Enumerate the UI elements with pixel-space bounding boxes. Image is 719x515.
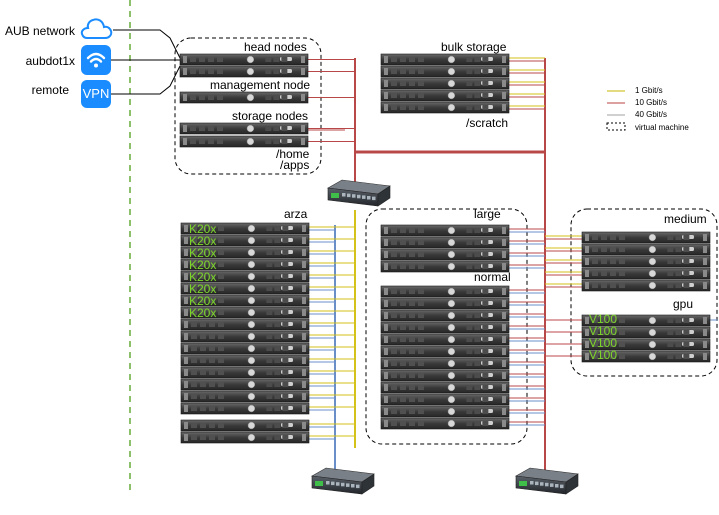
wire-remote xyxy=(111,65,181,95)
server-arza-node xyxy=(180,258,310,271)
server-arza-node xyxy=(180,294,310,307)
server-medium-node xyxy=(581,243,711,256)
server-arza-node xyxy=(180,222,310,235)
server-arza-node xyxy=(180,431,310,444)
server-medium-node xyxy=(581,255,711,268)
virtual-machine-box-services xyxy=(174,37,322,175)
server-arza-node xyxy=(180,234,310,247)
server-gpu-node xyxy=(581,338,711,351)
server-arza-node xyxy=(180,402,310,415)
server-gpu-node xyxy=(581,326,711,339)
server-compute-node xyxy=(380,236,510,249)
server-medium-node xyxy=(581,231,711,244)
server-arza-node xyxy=(180,282,310,295)
group-label-head-nodes: head nodes xyxy=(244,40,307,54)
server-compute-node xyxy=(380,285,510,298)
server-compute-node xyxy=(380,248,510,261)
server-compute-node xyxy=(380,417,510,430)
legend-label-10gbit: 10 Gbit/s xyxy=(635,98,668,107)
mount-label-scratch: /scratch xyxy=(466,116,509,130)
access-label-aubdot1x: aubdot1x xyxy=(25,54,75,68)
server-compute-node xyxy=(380,297,510,310)
server-compute-node xyxy=(380,333,510,346)
server-arza-node xyxy=(180,390,310,403)
wire-aub-network xyxy=(113,29,181,59)
server-medium-node xyxy=(581,267,711,280)
server-compute-node xyxy=(380,393,510,406)
server-gpu-node xyxy=(581,350,711,363)
group-label-storage-nodes: storage nodes xyxy=(232,109,309,123)
legend-label-1gbit: 1 Gbit/s xyxy=(635,86,663,95)
server-service-node xyxy=(179,135,309,148)
group-label-large: large xyxy=(474,207,501,221)
group-label-bulk-storage: bulk storage xyxy=(441,40,507,54)
server-arza-node xyxy=(180,354,310,367)
server-service-node xyxy=(179,122,309,135)
server-compute-node xyxy=(380,405,510,418)
server-service-node xyxy=(179,53,309,66)
server-compute-node xyxy=(380,357,510,370)
access-label-remote: remote xyxy=(31,83,69,97)
server-arza-node xyxy=(180,378,310,391)
server-compute-node xyxy=(380,260,510,273)
legend-label-virtual-machine: virtual machine xyxy=(635,123,689,132)
network-switch-core xyxy=(327,179,391,207)
network-switch-arza xyxy=(311,467,375,495)
server-bulk-storage xyxy=(380,89,510,102)
cloud-icon xyxy=(79,14,113,42)
group-label-normal: normal xyxy=(474,270,511,284)
server-arza-node xyxy=(180,246,310,259)
server-compute-node xyxy=(380,321,510,334)
virtual-machine-box-medium-gpu xyxy=(570,208,718,377)
wifi-icon xyxy=(81,45,111,75)
server-arza-node xyxy=(180,342,310,355)
server-service-node xyxy=(179,91,309,104)
server-compute-node xyxy=(380,224,510,237)
server-compute-node xyxy=(380,381,510,394)
group-label-management-node: management node xyxy=(210,78,311,92)
server-compute-node xyxy=(380,369,510,382)
server-bulk-storage xyxy=(380,77,510,90)
server-bulk-storage xyxy=(380,65,510,78)
vpn-icon: VPN xyxy=(81,80,111,108)
server-gpu-node xyxy=(581,314,711,327)
server-compute-node xyxy=(380,309,510,322)
server-arza-node xyxy=(180,366,310,379)
server-compute-node xyxy=(380,345,510,358)
group-label-medium: medium xyxy=(664,212,707,226)
group-label-arza: arza xyxy=(284,207,308,221)
mount-label-home: /home xyxy=(276,147,310,161)
mount-label-apps: /apps xyxy=(280,158,310,172)
network-switch-compute xyxy=(515,467,579,495)
access-label-aub-network: AUB network xyxy=(4,24,75,38)
legend-swatch-virtual-machine xyxy=(606,122,626,131)
server-arza-node xyxy=(180,270,310,283)
server-medium-node xyxy=(581,279,711,292)
server-arza-node xyxy=(180,306,310,319)
server-service-node xyxy=(179,65,309,78)
server-arza-node xyxy=(180,318,310,331)
group-label-gpu: gpu xyxy=(673,297,694,311)
server-bulk-storage xyxy=(380,53,510,66)
server-arza-node xyxy=(180,419,310,432)
server-bulk-storage xyxy=(380,101,510,114)
legend-label-40gbit: 40 Gbit/s xyxy=(635,110,668,119)
server-arza-node xyxy=(180,330,310,343)
